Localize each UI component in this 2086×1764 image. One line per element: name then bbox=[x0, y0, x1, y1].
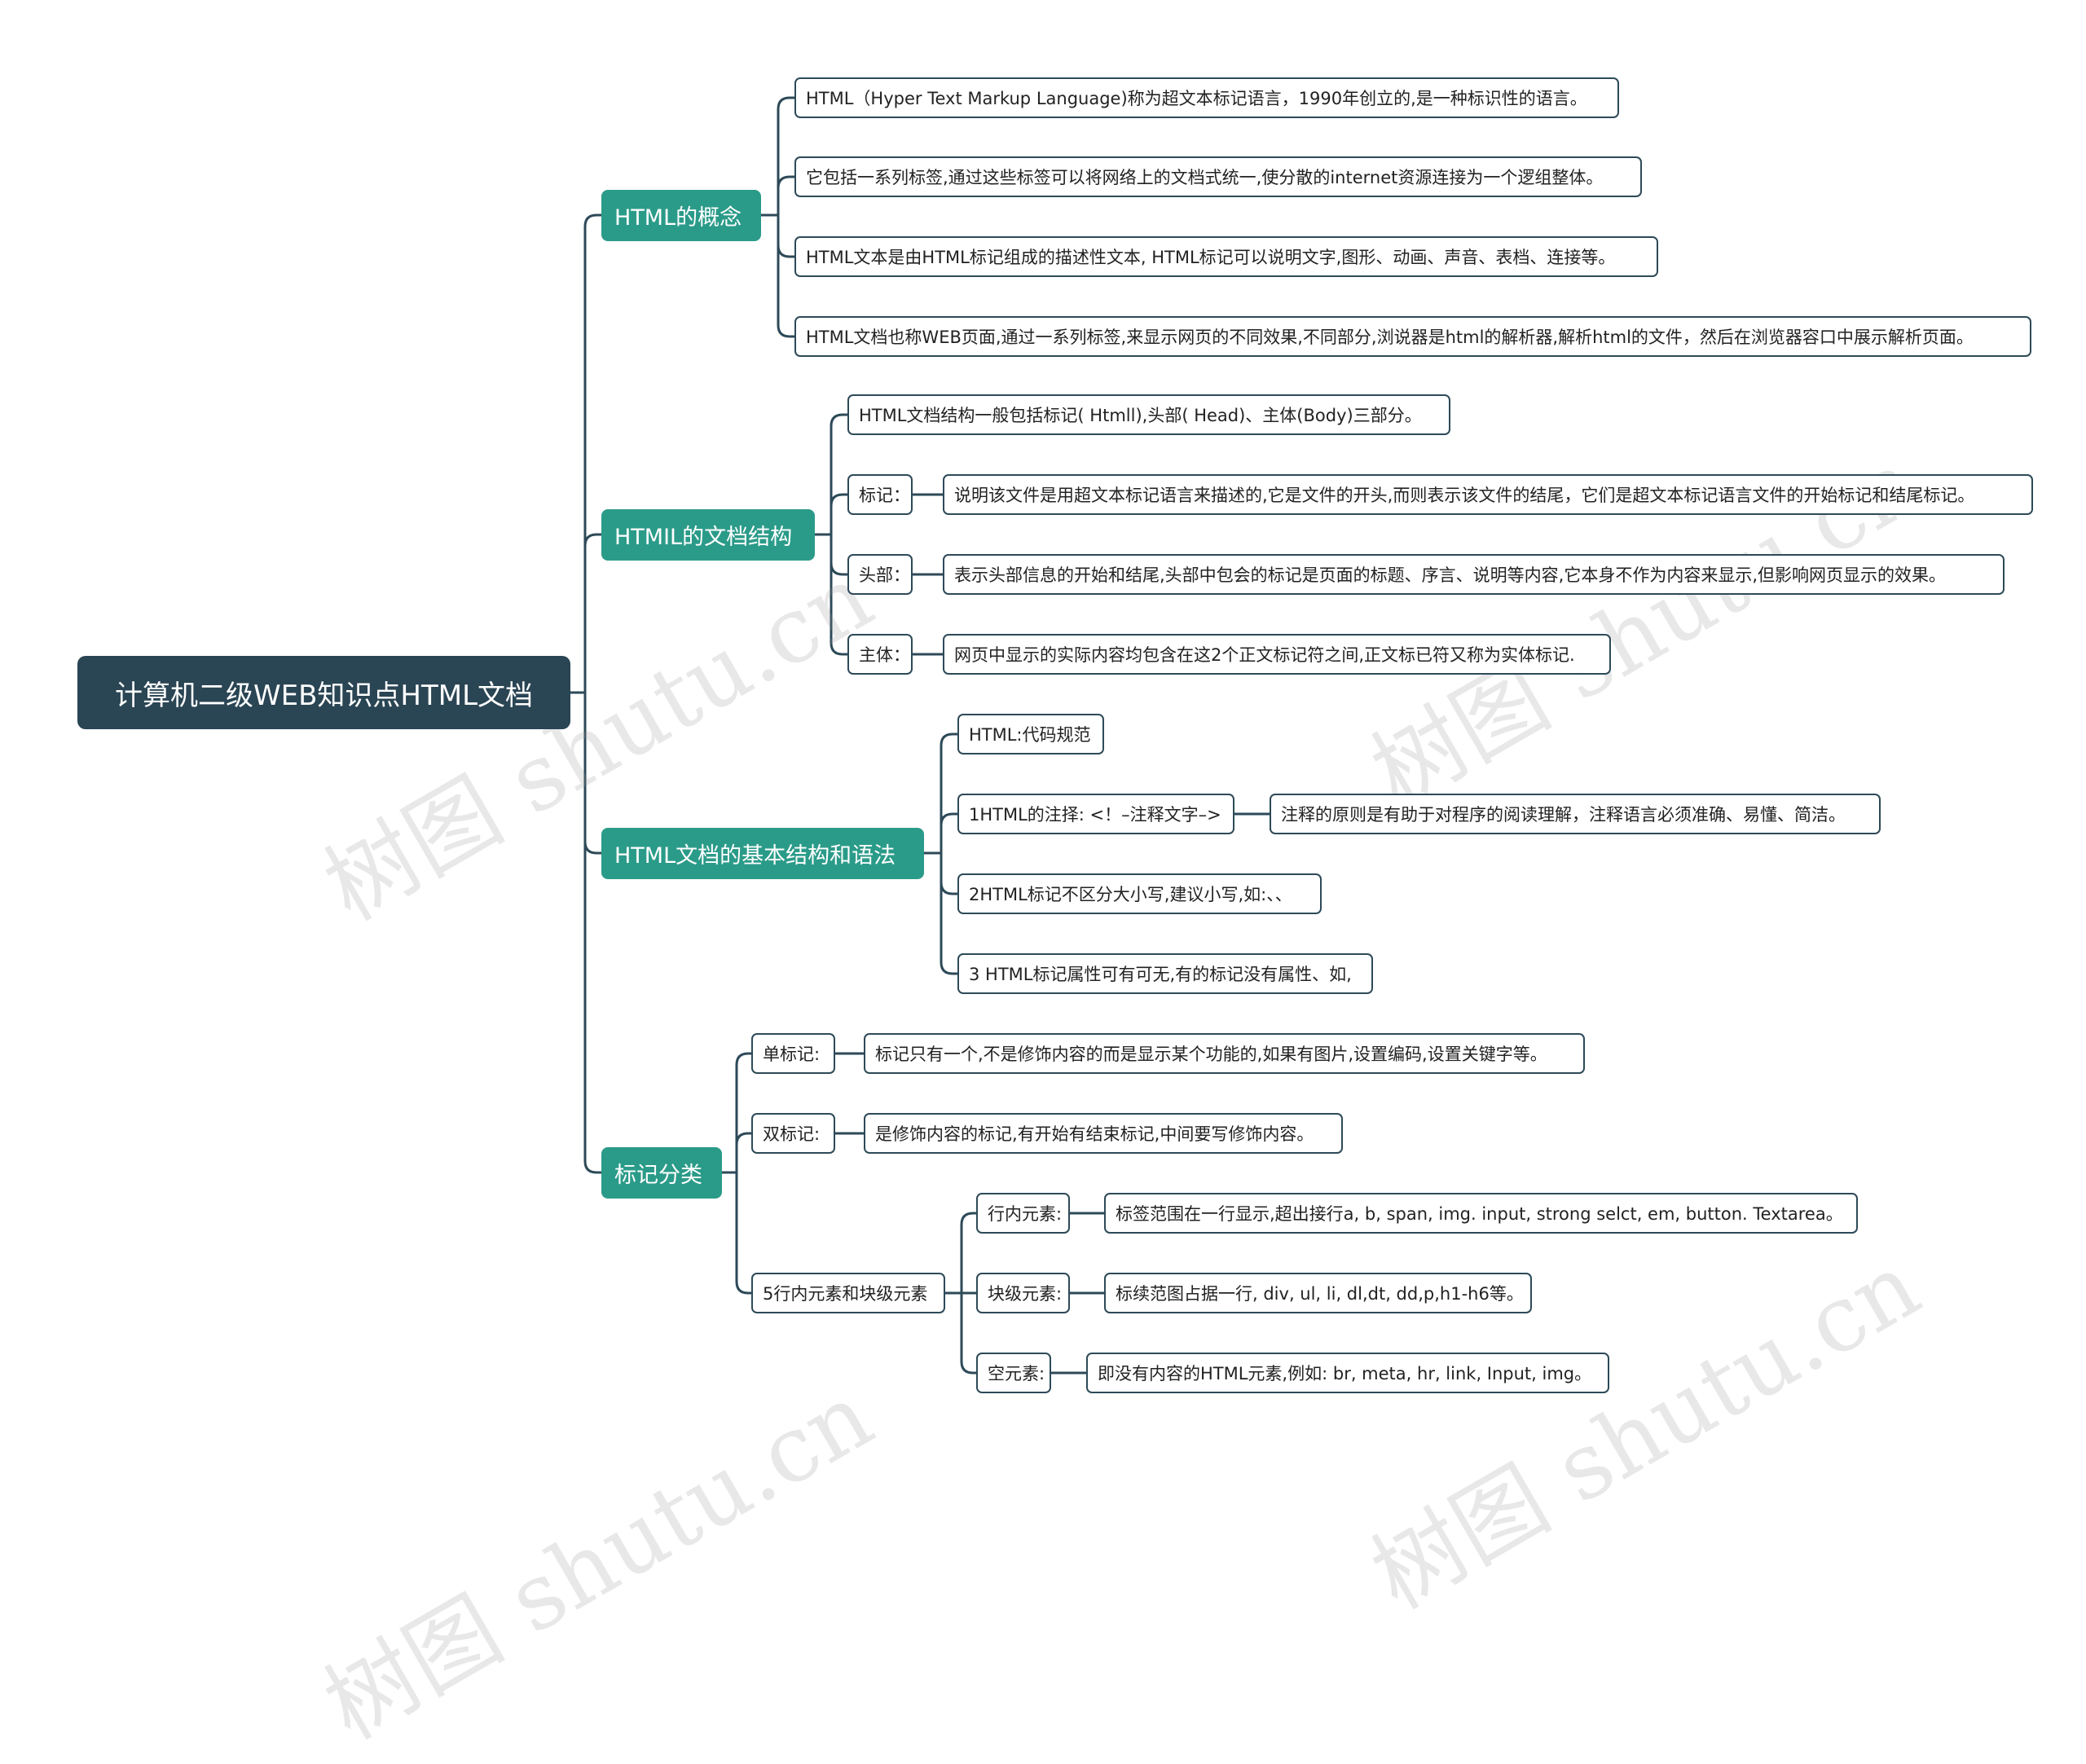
branch-html-concept[interactable]: HTML的概念 bbox=[601, 190, 761, 241]
element-type-connector-edge bbox=[960, 1291, 978, 1375]
root-connector-edge bbox=[583, 533, 603, 694]
leaf-concept-1[interactable]: HTML（Hyper Text Markup Language)称为超文本标记语… bbox=[794, 77, 1619, 118]
structure-connector-edge bbox=[830, 533, 849, 656]
classification-connector-edge bbox=[735, 1171, 753, 1295]
connector-lines bbox=[569, 96, 1271, 1375]
structure-connector-edge bbox=[830, 493, 849, 536]
leaf-body-label[interactable]: 主体： bbox=[847, 634, 913, 675]
leaf-comment-principle[interactable]: 注释的原则是有助于对程序的阅读理解，注释语言必须准确、易懂、简洁。 bbox=[1270, 794, 1881, 834]
leaf-case-insensitive[interactable]: 2HTML标记不区分大小写,建议小写,如:、、 bbox=[957, 873, 1322, 914]
concept-connector-edge bbox=[777, 96, 796, 217]
leaf-code-standard[interactable]: HTML:代码规范 bbox=[957, 714, 1104, 754]
syntax-connector-edge bbox=[940, 851, 959, 975]
root-topic[interactable]: 计算机二级WEB知识点HTML文档 bbox=[77, 656, 570, 729]
leaf-head-label[interactable]: 头部： bbox=[847, 554, 913, 595]
element-type-connector-edge bbox=[960, 1212, 978, 1295]
leaf-body-desc[interactable]: 网页中显示的实际内容均包含在这2个正文标记符之间,正文标已符又称为实体标记. bbox=[943, 634, 1611, 675]
leaf-concept-2[interactable]: 它包括一系列标签,通过这些标签可以将网络上的文档式统一,使分散的internet… bbox=[794, 156, 1642, 197]
structure-connector-edge bbox=[830, 413, 849, 536]
watermark: 树图 shutu.cn bbox=[308, 1363, 890, 1761]
leaf-double-tag-label[interactable]: 双标记: bbox=[751, 1113, 835, 1154]
classification-connector-edge bbox=[735, 1132, 753, 1174]
leaf-attributes-optional[interactable]: 3 HTML标记属性可有可无,有的标记没有属性、如, bbox=[957, 953, 1373, 994]
leaf-single-tag-label[interactable]: 单标记: bbox=[751, 1033, 835, 1074]
leaf-inline-desc[interactable]: 标签范围在一行显示,超出接行a, b, span, img. input, st… bbox=[1104, 1193, 1858, 1234]
root-connector-edge bbox=[583, 691, 603, 1174]
syntax-connector-edge bbox=[940, 732, 959, 855]
syntax-connector-edge bbox=[940, 812, 959, 855]
leaf-inline-label[interactable]: 行内元素: bbox=[976, 1193, 1070, 1234]
leaf-comment-syntax[interactable]: 1HTML的注择: <！–注释文字–> bbox=[957, 794, 1234, 834]
branch-basic-syntax[interactable]: HTML文档的基本结构和语法 bbox=[601, 828, 924, 879]
branch-tag-classification[interactable]: 标记分类 bbox=[601, 1147, 722, 1199]
leaf-marker-label[interactable]: 标记： bbox=[847, 474, 913, 515]
classification-connector-edge bbox=[735, 1052, 753, 1174]
leaf-concept-4[interactable]: HTML文档也称WEB页面,通过一系列标签,来显示网页的不同效果,不同部分,浏说… bbox=[794, 316, 2031, 357]
concept-connector-edge bbox=[777, 213, 796, 338]
concept-connector-edge bbox=[777, 175, 796, 217]
leaf-empty-desc[interactable]: 即没有内容的HTML元素,例如: br, meta, hr, link, Inp… bbox=[1086, 1353, 1609, 1393]
leaf-inline-block-elements[interactable]: 5行内元素和块级元素 bbox=[751, 1273, 945, 1313]
leaf-head-desc[interactable]: 表示头部信息的开始和结尾,头部中包会的标记是页面的标题、序言、说明等内容,它本身… bbox=[943, 554, 2005, 595]
leaf-marker-desc[interactable]: 说明该文件是用超文本标记语言来描述的,它是文件的开头,而则表示该文件的结尾，它们… bbox=[943, 474, 2033, 515]
leaf-block-label[interactable]: 块级元素: bbox=[976, 1273, 1070, 1313]
branch-document-structure[interactable]: HTMIL的文档结构 bbox=[601, 509, 815, 561]
watermark: 树图 shutu.cn bbox=[308, 544, 890, 942]
leaf-single-tag-desc[interactable]: 标记只有一个,不是修饰内容的而是显示某个功能的,如果有图片,设置编码,设置关键字… bbox=[864, 1033, 1585, 1074]
leaf-block-desc[interactable]: 标续范图占据一行, div, ul, li, dl,dt, dd,p,h1-h6… bbox=[1104, 1273, 1532, 1313]
leaf-empty-label[interactable]: 空元素: bbox=[976, 1353, 1051, 1393]
mind-map: 树图 shutu.cn 树图 shutu.cn 树图 shutu.cn 树图 s… bbox=[77, 77, 2033, 1760]
leaf-concept-3[interactable]: HTML文本是由HTML标记组成的描述性文本, HTML标记可以说明文字,图形、… bbox=[794, 236, 1658, 277]
root-connector-edge bbox=[583, 213, 603, 694]
leaf-structure-overview[interactable]: HTML文档结构一般包括标记( Htmll),头部( Head)、主体(Body… bbox=[847, 394, 1450, 435]
leaf-double-tag-desc[interactable]: 是修饰内容的标记,有开始有结束标记,中间要写修饰内容。 bbox=[864, 1113, 1343, 1154]
